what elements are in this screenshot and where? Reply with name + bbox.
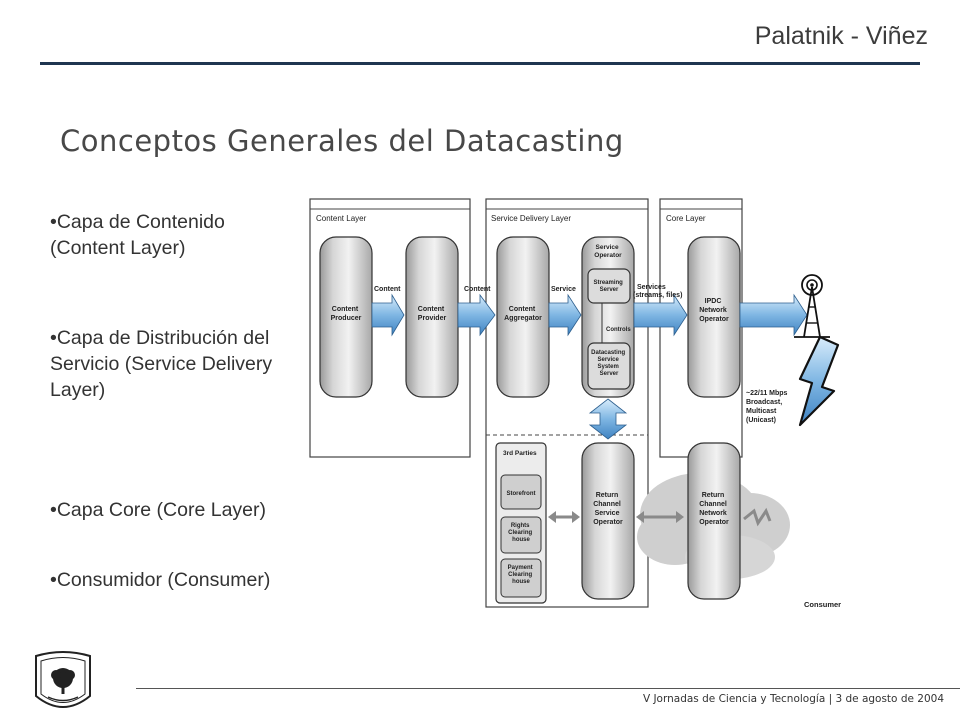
broadcast-note: ~22/11 Mbps Broadcast, Multicast (Unicas… <box>746 390 789 424</box>
payment-clearing-box: Payment Clearing house <box>500 558 542 598</box>
arrow-provider-to-aggregator: Content <box>457 286 496 337</box>
content-layer-frame: Content Layer <box>309 198 471 458</box>
svg-text:IPDC Network Opera: IPDC Network Operator <box>699 298 729 323</box>
svg-text:Content: Content <box>374 286 401 293</box>
return-link-zigzag <box>743 507 772 527</box>
svg-text:~22/11 Mbps Broadcast,: ~22/11 Mbps Broadcast, Multicast (Unicas… <box>746 390 789 424</box>
svg-text:Content Producer: Content Producer <box>331 306 362 322</box>
service-layer-frame: Service Delivery Layer <box>485 198 649 608</box>
arrow-aggregator-to-operator: Service <box>548 286 582 337</box>
storefront-box: Storefront <box>500 474 542 510</box>
gray-link-return-network <box>636 511 684 523</box>
return-service-operator-box: Return Channel Service Operator <box>581 442 635 600</box>
footer-text: V Jornadas de Ciencia y Tecnología | 3 d… <box>642 693 944 705</box>
bullet-consumer: •Consumidor (Consumer) <box>50 569 271 591</box>
ipdc-operator-box: IPDC Network Operator <box>687 236 741 398</box>
vertical-double-arrow <box>588 398 628 440</box>
content-provider-box: Content Provider <box>405 236 459 398</box>
university-seal-icon <box>35 651 91 708</box>
svg-text:Content Aggregator: Content Aggregator <box>504 306 542 322</box>
return-network-operator-box: Return Channel Network Operator <box>687 442 741 600</box>
svg-text:Services (streams, files: Services (streams, files) <box>633 284 682 299</box>
bullet-service-layer: •Capa de Distribución del Servicio (Serv… <box>50 327 273 401</box>
bullet-content-layer: •Capa de Contenido (Content Layer) <box>50 211 225 259</box>
svg-text:Return Channel Net: Return Channel Network Operator <box>699 492 729 526</box>
slide-title: Conceptos Generales del Datacasting <box>60 124 624 158</box>
svg-text:Controls: Controls <box>606 327 631 333</box>
content-layer-label: Content Layer <box>316 214 367 223</box>
antenna-icon <box>794 274 830 338</box>
gray-link-thirdparty-return <box>548 511 580 523</box>
arrow-operator-to-ipdc: Services (streams, files) <box>633 284 688 337</box>
streaming-server-box: Streaming Server <box>587 268 631 304</box>
header-rule <box>40 62 920 65</box>
datacasting-architecture-diagram: Content Layer Service Delivery Layer Cor… <box>309 198 841 609</box>
svg-text:Content Provider: Content Provider <box>418 306 447 322</box>
svg-text:Rights Clearing ho: Rights Clearing house <box>508 523 534 543</box>
svg-text:Service Operator: Service Operator <box>594 244 622 259</box>
author-name: Palatnik - Viñez <box>754 22 928 50</box>
svg-text:Return Channel Ser: Return Channel Service Operator <box>593 492 623 526</box>
rights-clearing-box: Rights Clearing house <box>500 516 542 554</box>
broadcast-lightning-icon <box>798 335 840 427</box>
service-layer-label: Service Delivery Layer <box>491 214 571 223</box>
svg-text:Streaming Server: Streaming Server <box>593 280 624 293</box>
svg-text:3rd Parties: 3rd Parties <box>503 450 537 457</box>
controls-label: Controls <box>601 303 631 343</box>
footer-rule <box>136 688 960 689</box>
svg-text:Payment Clearing h: Payment Clearing house <box>508 565 535 585</box>
svg-text:Datacasting Service: Datacasting Service System Server <box>591 350 627 377</box>
arrow-producer-to-provider: Content <box>371 286 405 337</box>
content-aggregator-box: Content Aggregator <box>496 236 550 398</box>
content-producer-box: Content Producer <box>319 236 373 398</box>
svg-text:Content: Content <box>464 286 491 293</box>
bullet-core-layer: •Capa Core (Core Layer) <box>50 499 266 521</box>
svg-text:Service: Service <box>551 286 576 293</box>
consumer-label: Consumer <box>804 600 841 609</box>
svg-text:Storefront: Storefront <box>507 491 536 497</box>
core-layer-label: Core Layer <box>666 214 706 223</box>
arrow-ipdc-to-antenna <box>739 293 808 337</box>
datacasting-server-box: Datacasting Service System Server <box>587 342 631 390</box>
